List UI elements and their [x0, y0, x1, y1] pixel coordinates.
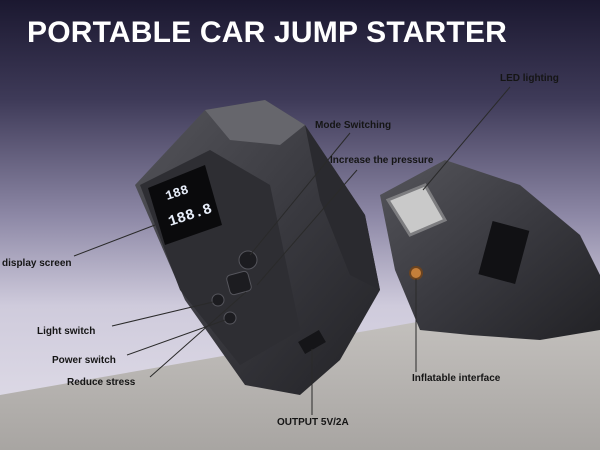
leader-reduce-stress	[149, 291, 247, 378]
display-readout-upper: 188	[164, 182, 191, 204]
usb-output-port	[298, 329, 326, 355]
callout-power-switch: Power switch	[52, 355, 116, 366]
callout-output: OUTPUT 5V/2A	[277, 417, 349, 428]
callout-inflatable-interface: Inflatable interface	[412, 373, 501, 384]
leader-lines	[73, 86, 511, 415]
leader-led-lighting	[422, 86, 511, 191]
leader-light-switch	[111, 301, 214, 327]
callout-reduce-stress: Reduce stress	[67, 377, 136, 388]
inflatable-nozzle	[409, 266, 423, 280]
callout-mode-switching: Mode Switching	[315, 120, 392, 131]
jump-starter-side-view	[380, 160, 600, 340]
callout-led-lighting: LED lighting	[500, 73, 559, 84]
display-screen	[148, 165, 222, 245]
jump-starter-main-unit: 188 188.8	[135, 100, 380, 395]
leader-display-screen	[73, 224, 156, 257]
center-control-button[interactable]	[226, 270, 252, 296]
leader-mode-switching	[249, 132, 351, 256]
callout-increase-pressure: Increase the pressure	[330, 155, 434, 166]
leader-power-switch	[126, 319, 226, 356]
side-display	[478, 221, 530, 284]
leader-increase-pressure	[256, 169, 358, 286]
light-switch-button[interactable]	[211, 293, 225, 307]
callout-light-switch: Light switch	[37, 326, 96, 337]
power-switch-button[interactable]	[223, 311, 237, 325]
mode-button[interactable]	[238, 250, 258, 270]
led-light	[385, 183, 448, 237]
callout-display-screen: display screen	[2, 258, 72, 269]
page-title: PORTABLE CAR JUMP STARTER	[27, 16, 508, 49]
